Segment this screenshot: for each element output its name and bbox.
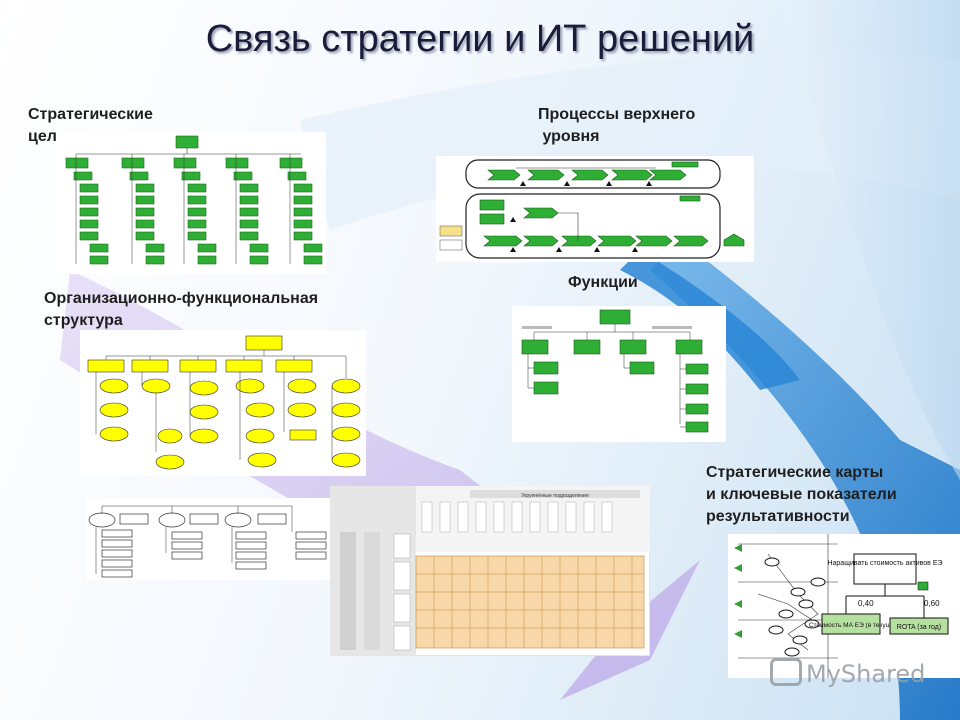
top-processes-diagram: [436, 156, 754, 262]
strategic-goals-diagram: [56, 132, 326, 274]
functions-diagram: [512, 306, 726, 442]
watermark: MyShared: [770, 658, 925, 688]
label-strategy-maps: Стратегические карты и ключевые показате…: [706, 464, 897, 525]
label-functions: Функции: [568, 274, 638, 291]
kpi-box-left: Стоимость МА ЕЭ (в текущ): [809, 622, 893, 629]
label-org-structure: Организационно-функциональная структура: [44, 290, 319, 329]
matrix-header: Укрупнённые подразделения: [521, 493, 589, 499]
lower-org-chart: [86, 498, 332, 580]
kpi-top-label: Наращивать стоимость активов ЕЭ: [827, 560, 942, 567]
watermark-text: MyShared: [806, 660, 926, 688]
page-title: Связь стратегии и ИТ решений: [205, 18, 755, 60]
strategy-map-kpi: Наращивать стоимость активов ЕЭ 0,40 0,6…: [728, 534, 960, 678]
kpi-value-left: 0,40: [858, 599, 874, 608]
responsibility-matrix: Укрупнённые подразделения: [330, 486, 650, 656]
label-top-processes: Процессы верхнего уровня: [538, 106, 696, 145]
org-structure-diagram: [80, 330, 366, 476]
watermark-logo-icon: [770, 658, 802, 686]
kpi-value-right: 0,60: [924, 599, 940, 608]
kpi-box-right: ROTA (за год): [897, 624, 941, 631]
